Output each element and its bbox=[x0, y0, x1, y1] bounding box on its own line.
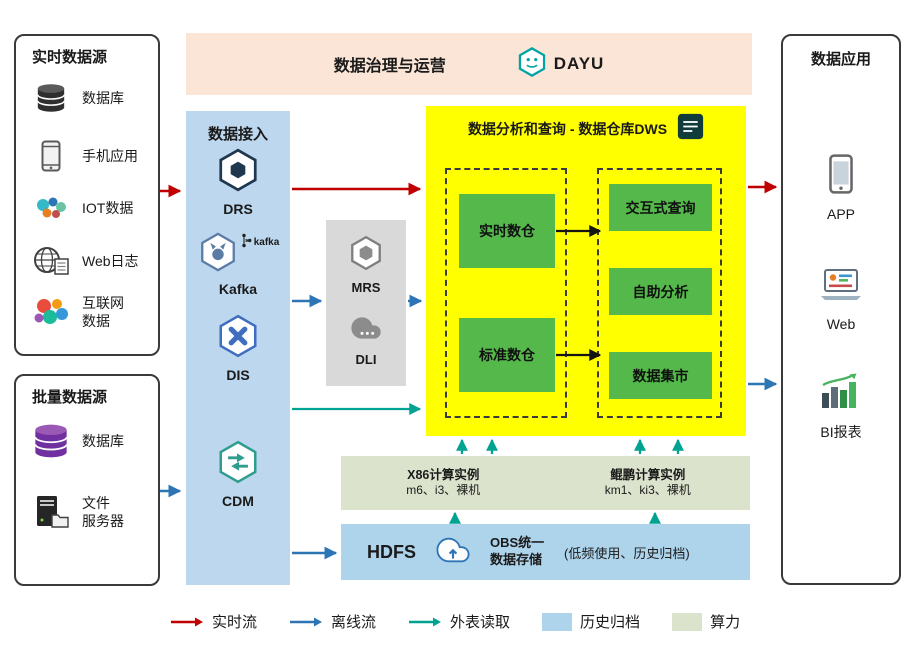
source-item-mobile-app: 手机应用 bbox=[28, 140, 154, 172]
dws-warehouse-group: 实时数仓 标准数仓 bbox=[445, 168, 567, 418]
data-access-panel: 数据接入 DRS bbox=[186, 111, 290, 585]
middleware-item-mrs: MRS bbox=[326, 234, 406, 295]
module-interactive-query: 交互式查询 bbox=[609, 184, 712, 231]
module-realtime-warehouse: 实时数仓 bbox=[459, 194, 555, 268]
dis-icon bbox=[215, 313, 261, 364]
obs-note: (低频使用、历史归档) bbox=[564, 545, 690, 561]
iot-icon bbox=[28, 194, 74, 222]
access-item-kafka: kafka Kafka bbox=[186, 231, 290, 297]
access-item-dis: DIS bbox=[186, 313, 290, 383]
module-data-mart: 数据集市 bbox=[609, 352, 712, 399]
legend-history-archive: 历史归档 bbox=[542, 611, 640, 632]
dli-cloud-icon bbox=[348, 312, 384, 349]
source-item-web-log: Web日志 bbox=[28, 246, 154, 276]
kafka-logo-icon bbox=[241, 233, 252, 251]
history-archive-swatch bbox=[542, 612, 573, 631]
dws-title-row: 数据分析和查询 - 数据仓库DWS bbox=[426, 113, 746, 145]
dayu-logo: DAYU bbox=[516, 46, 605, 83]
middleware-panel: MRS DLI bbox=[326, 220, 406, 386]
drs-icon bbox=[215, 147, 261, 198]
realtime-sources-panel: 实时数据源 数据库 手机应用 bbox=[14, 34, 160, 356]
dayu-icon bbox=[516, 46, 548, 83]
legend-realtime-flow: 实时流 bbox=[170, 611, 257, 632]
internet-data-icon bbox=[28, 296, 74, 328]
governance-bar: 数据治理与运营 DAYU bbox=[186, 33, 752, 95]
middleware-item-dli: DLI bbox=[326, 312, 406, 367]
legend-compute-power: 算力 bbox=[672, 611, 740, 632]
legend-external-read: 外表读取 bbox=[408, 611, 510, 632]
compute-power-swatch bbox=[672, 612, 703, 631]
batch-sources-panel: 批量数据源 数据库 文件 服务器 bbox=[14, 374, 160, 586]
compute-instances-bar: X86计算实例 m6、i3、裸机 鲲鹏计算实例 km1、ki3、裸机 bbox=[341, 456, 750, 510]
x86-compute: X86计算实例 m6、i3、裸机 bbox=[406, 468, 481, 498]
legend-offline-flow: 离线流 bbox=[289, 611, 376, 632]
applications-title: 数据应用 bbox=[810, 51, 871, 68]
bi-report-icon bbox=[819, 372, 863, 415]
obs-label: OBS统一数据存储 bbox=[490, 535, 545, 567]
app-item-web: Web bbox=[783, 268, 899, 332]
phone-icon bbox=[28, 140, 74, 172]
applications-panel: 数据应用 APP W bbox=[781, 34, 901, 585]
red-arrow-icon bbox=[171, 617, 203, 626]
legend: 实时流 离线流 外表读取 历史归档 算力 bbox=[170, 611, 740, 632]
app-item-bi-report: BI报表 bbox=[783, 372, 899, 442]
app-item-app: APP bbox=[783, 154, 899, 222]
kunpeng-compute: 鲲鹏计算实例 km1、ki3、裸机 bbox=[604, 468, 691, 498]
dws-title: 数据分析和查询 - 数据仓库DWS bbox=[467, 121, 668, 137]
file-server-icon bbox=[28, 494, 74, 530]
source-item-database: 数据库 bbox=[28, 82, 154, 114]
web-icon bbox=[818, 268, 864, 309]
source-item-iot: IOT数据 bbox=[28, 194, 154, 222]
source-item-batch-database: 数据库 bbox=[28, 422, 154, 460]
kafka-icon bbox=[197, 231, 239, 278]
storage-bar: HDFS OBS统一数据存储 (低频使用、历史归档) bbox=[341, 524, 750, 580]
governance-title: 数据治理与运营 bbox=[333, 58, 446, 75]
dws-panel: 数据分析和查询 - 数据仓库DWS 实时数仓 标准数仓 交互式查询 bbox=[426, 106, 746, 436]
kafka-wordmark: kafka bbox=[241, 233, 279, 251]
report-doc-icon bbox=[677, 113, 704, 145]
dws-service-group: 交互式查询 自助分析 数据集市 bbox=[597, 168, 722, 418]
module-standard-warehouse: 标准数仓 bbox=[459, 318, 555, 392]
mrs-icon bbox=[347, 234, 385, 277]
module-self-service-analysis: 自助分析 bbox=[609, 268, 712, 315]
teal-arrow-icon bbox=[409, 617, 442, 626]
source-item-file-server: 文件 服务器 bbox=[28, 494, 154, 530]
hdfs-label: HDFS bbox=[367, 541, 416, 562]
access-item-drs: DRS bbox=[186, 147, 290, 217]
database-icon bbox=[28, 82, 74, 114]
cdm-icon bbox=[215, 439, 261, 490]
blue-arrow-icon bbox=[290, 617, 323, 626]
web-log-icon bbox=[28, 246, 74, 276]
access-item-cdm: CDM bbox=[186, 439, 290, 509]
batch-sources-title: 批量数据源 bbox=[32, 389, 108, 406]
data-access-title: 数据接入 bbox=[207, 126, 268, 143]
database-icon bbox=[28, 422, 74, 460]
dayu-label: DAYU bbox=[553, 54, 605, 73]
source-item-internet-data: 互联网 数据 bbox=[28, 294, 154, 330]
obs-cloud-icon bbox=[430, 533, 476, 572]
app-icon bbox=[828, 154, 854, 199]
realtime-sources-title: 实时数据源 bbox=[32, 49, 108, 66]
